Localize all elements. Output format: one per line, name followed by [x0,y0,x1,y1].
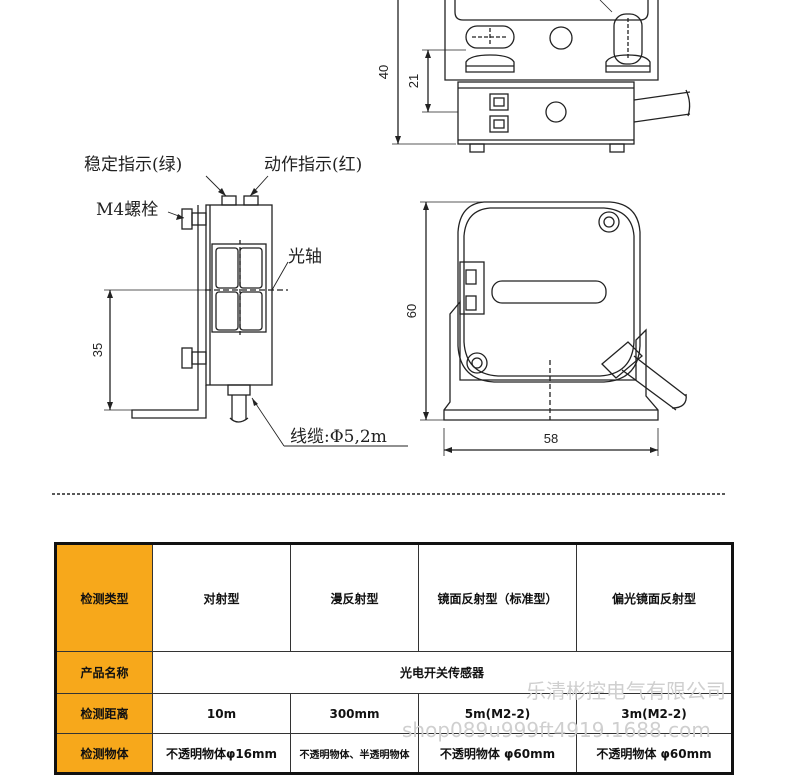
row-header: 检测类型 [55,543,153,652]
table-cell: 不透明物体 φ60mm [418,733,577,774]
dim-top-inner: 21 [406,74,421,88]
side-view [104,175,408,447]
row-header: 产品名称 [55,651,153,694]
table-cell: 300mm [290,693,419,734]
table-cell: 10m [152,693,291,734]
table-cell: 镜面反射型（标准型） [418,543,577,652]
table-cell: 不透明物体、半透明物体 [290,733,419,774]
stable-indicator-label: 稳定指示(绿) [84,155,182,175]
optical-axis-label: 光轴 [288,247,322,267]
bolt-label: M4螺栓 [96,200,158,220]
table-row: 检测距离 10m 300mm 5m(M2-2) 3m(M2-2) [55,693,733,734]
dim-top-height: 40 [376,65,391,79]
table-cell: 5m(M2-2) [418,693,577,734]
dim-front-width: 58 [544,431,558,446]
table-row: 检测物体 不透明物体φ16mm 不透明物体、半透明物体 不透明物体 φ60mm … [55,733,733,774]
front-view [420,201,687,456]
table-cell: 3m(M2-2) [576,693,733,734]
table-cell: 光电开关传感器 [152,651,733,694]
action-indicator-label: 动作指示(红) [264,155,362,175]
table-cell: 对射型 [152,543,291,652]
table-row: 检测类型 对射型 漫反射型 镜面反射型（标准型） 偏光镜面反射型 [55,543,733,652]
dim-side-height: 35 [90,343,105,357]
row-header: 检测距离 [55,693,153,734]
spec-table: 检测类型 对射型 漫反射型 镜面反射型（标准型） 偏光镜面反射型 产品名称 光电… [54,542,734,775]
table-row: 产品名称 光电开关传感器 [55,651,733,694]
dim-front-height: 60 [404,304,419,318]
table-cell: 不透明物体φ16mm [152,733,291,774]
table-cell: 不透明物体 φ60mm [576,733,733,774]
sensor-drawing: 稳定指示(绿) 动作指示(红) M4螺栓 光轴 线缆:Φ5,2m 40 21 3… [52,0,726,495]
table-cell: 偏光镜面反射型 [576,543,733,652]
row-header: 检测物体 [55,733,153,774]
top-view [392,0,691,153]
table-cell: 漫反射型 [290,543,419,652]
cable-label: 线缆:Φ5,2m [290,427,387,447]
